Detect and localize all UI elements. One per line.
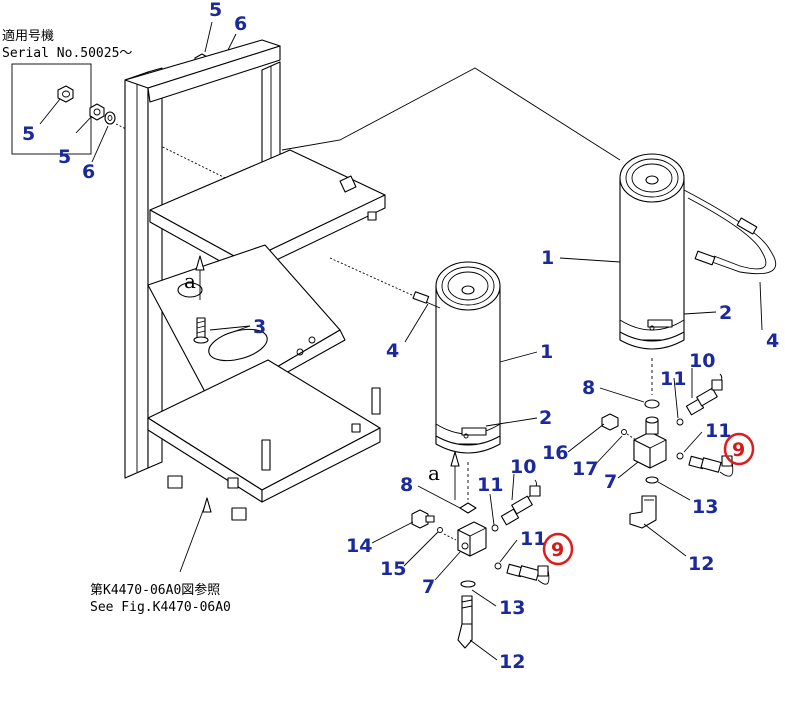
callout-2: 2 [719, 302, 732, 324]
callout-7: 7 [604, 471, 617, 493]
callout-11: 11 [705, 420, 731, 442]
callout-9-highlighted: 9 [551, 539, 564, 561]
callout-2: 2 [539, 407, 552, 429]
strap-hose-right [683, 189, 777, 275]
sensor-9-right [676, 452, 734, 477]
view-arrow-a-left: a [184, 255, 205, 300]
tank-right [619, 153, 685, 350]
serial-note-line1: 適用号機 [2, 28, 54, 44]
callout-10: 10 [689, 350, 715, 372]
see-fig-note: 第K4470-06A0図参照 See Fig.K4470-06A0 [90, 582, 231, 615]
sensor-10-right [676, 373, 723, 426]
callout-5: 5 [209, 0, 222, 21]
callout-12: 12 [499, 651, 525, 673]
callout-11: 11 [477, 474, 503, 496]
highlight-ring-9-right [723, 432, 755, 466]
sensor-10-middle [491, 479, 541, 532]
callout-labels: 5 6 5 5 6 3 4 1 2 8 11 10 11 9 14 15 7 1… [22, 0, 779, 673]
view-letter-middle: a [428, 461, 440, 485]
leader-lines [223, 257, 763, 661]
callout-5: 5 [22, 123, 35, 145]
see-fig-note-line1: 第K4470-06A0図参照 [90, 582, 220, 598]
serial-note-line2: Serial No.50025～ [2, 46, 132, 61]
callout-4: 4 [386, 340, 399, 362]
callout-16: 16 [542, 442, 568, 464]
fittings-right [601, 358, 734, 529]
callout-7: 7 [422, 576, 435, 598]
bracket-frame [124, 39, 621, 521]
view-arrow-a-middle: a [428, 451, 460, 500]
fittings-middle [411, 462, 550, 649]
see-fig-note-line2: See Fig.K4470-06A0 [90, 600, 231, 615]
callout-9-highlighted: 9 [732, 439, 745, 461]
view-letter-left: a [184, 269, 196, 293]
callout-13: 13 [692, 496, 718, 518]
inset-nut [57, 85, 74, 103]
callout-1: 1 [541, 247, 554, 269]
see-fig-leader [179, 497, 212, 573]
callout-14: 14 [346, 535, 372, 557]
callout-10: 10 [510, 456, 536, 478]
callout-11: 11 [660, 368, 686, 390]
callout-17: 17 [572, 458, 598, 480]
tank-middle [435, 261, 501, 454]
bolt-4-left [329, 257, 441, 309]
sensor-9-middle [494, 562, 550, 585]
callout-4: 4 [766, 330, 779, 352]
callout-1: 1 [540, 341, 553, 363]
callout-6: 6 [82, 161, 95, 183]
callout-3: 3 [253, 316, 266, 338]
serial-note: 適用号機 Serial No.50025～ [2, 28, 132, 155]
callout-8: 8 [582, 377, 595, 399]
callout-5: 5 [58, 146, 71, 168]
callout-11: 11 [520, 528, 546, 550]
highlight-ring-9-middle [542, 532, 574, 566]
bolt-3 [193, 317, 251, 344]
callout-8: 8 [400, 474, 413, 496]
callout-6: 6 [234, 13, 247, 35]
callout-12: 12 [688, 553, 714, 575]
callout-15: 15 [380, 558, 406, 580]
callout-13: 13 [499, 597, 525, 619]
